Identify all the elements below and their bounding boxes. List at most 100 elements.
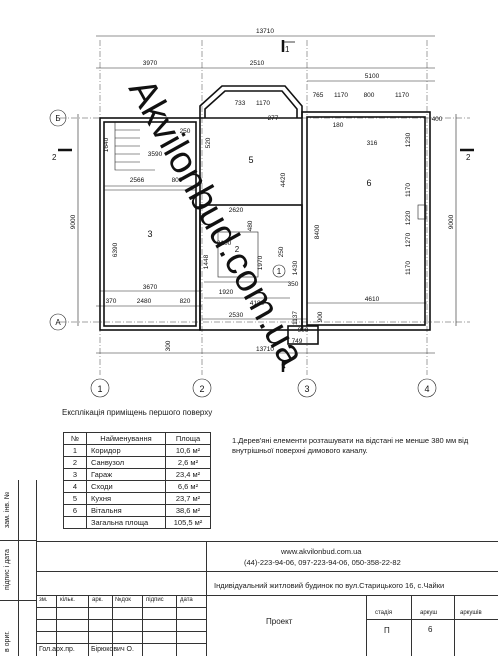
svg-text:800: 800 (364, 92, 375, 99)
svg-text:250: 250 (278, 246, 285, 257)
svg-text:3970: 3970 (143, 60, 158, 67)
svg-text:480: 480 (247, 220, 254, 231)
walls (99, 85, 431, 345)
col-name: Найменування (86, 432, 166, 445)
col-area: Площа (165, 432, 211, 445)
svg-text:520: 520 (205, 137, 212, 148)
svg-text:1: 1 (285, 45, 290, 54)
room-6: 6 (366, 178, 371, 188)
svg-text:1230: 1230 (405, 132, 412, 147)
svg-text:2: 2 (466, 153, 471, 162)
section-marks: 1 2 2 (52, 40, 474, 372)
svg-text:180: 180 (333, 122, 344, 129)
dim-left: 9000 (70, 214, 77, 229)
svg-text:1448: 1448 (203, 254, 210, 269)
svg-text:370: 370 (106, 298, 117, 305)
svg-text:350: 350 (288, 281, 299, 288)
room-5: 5 (248, 155, 253, 165)
axis-label-3: 3 (304, 384, 309, 394)
svg-text:2510: 2510 (250, 60, 265, 67)
svg-text:765: 765 (313, 92, 324, 99)
svg-text:1170: 1170 (395, 92, 409, 99)
svg-text:300: 300 (165, 340, 172, 351)
svg-text:733: 733 (235, 100, 246, 107)
side-label-original: в ориг. (4, 630, 11, 652)
svg-text:1920: 1920 (219, 289, 234, 296)
svg-text:2530: 2530 (229, 312, 244, 319)
svg-text:1170: 1170 (405, 261, 412, 275)
axis-label-b: Б (55, 114, 60, 123)
svg-text:2100: 2100 (217, 240, 232, 247)
dim-total-bottom: 13710 (256, 346, 274, 353)
sheets-header: аркушів (460, 610, 482, 616)
svg-text:1640: 1640 (103, 137, 110, 152)
stage-value: П (384, 626, 390, 635)
svg-text:2566: 2566 (130, 177, 145, 184)
svg-text:400: 400 (432, 116, 443, 123)
table-header-row: № Найменування Площа (63, 432, 211, 445)
svg-text:749: 749 (292, 338, 303, 345)
svg-text:2: 2 (52, 153, 57, 162)
svg-text:900: 900 (317, 311, 324, 322)
svg-text:316: 316 (367, 140, 378, 147)
svg-text:2480: 2480 (137, 298, 152, 305)
svg-text:1220: 1220 (405, 210, 412, 225)
room-3: 3 (147, 229, 152, 239)
explication-title: Експлікація приміщень першого поверху (62, 408, 213, 417)
axis-label-4: 4 (424, 384, 429, 394)
svg-text:1137: 1137 (292, 311, 299, 325)
title-block: www.akvilonbud.com.ua (44)-223-94-06, 09… (36, 541, 498, 656)
svg-text:1270: 1270 (405, 232, 412, 247)
svg-text:1170: 1170 (334, 92, 348, 99)
table-row: 2 Санвузол 2,6 м² (63, 456, 211, 469)
dim-right: 9000 (448, 214, 455, 229)
construction-note: 1.Дерев'яні елементи розташувати на відс… (232, 436, 469, 455)
axis-bubble-b (49, 109, 67, 127)
table-row: 4 Сходи 6,6 м² (63, 480, 211, 493)
website-text: www.akvilonbud.com.ua (281, 547, 362, 556)
svg-text:1170: 1170 (256, 100, 270, 107)
table-row: 5 Кухня 23,7 м² (63, 492, 211, 505)
svg-text:1970: 1970 (257, 255, 264, 270)
svg-text:3670: 3670 (143, 284, 158, 291)
table-row: 6 Вітальня 38,6 м² (63, 504, 211, 517)
table-row: 3 Гараж 23,4 м² (63, 468, 211, 481)
room-labels: 3 5 6 1 2 (147, 155, 371, 276)
svg-text:1430: 1430 (292, 260, 299, 275)
svg-text:2620: 2620 (229, 207, 244, 214)
axis-label-1: 1 (97, 384, 102, 394)
room-2: 2 (235, 245, 240, 254)
svg-text:5100: 5100 (365, 73, 380, 80)
explication-table: № Найменування Площа 1 Коридор 10,6 м² 2… (63, 432, 211, 529)
svg-text:800: 800 (172, 177, 183, 184)
floor-plan: Б А 1 2 3 4 13710 3970 2510 5100 733 117… (49, 28, 474, 398)
sheet-value: 6 (428, 625, 433, 634)
axis-label-a: А (55, 318, 61, 327)
phones-text: (44)-223-94-06, 097-223-94-06, 050-358-2… (244, 558, 401, 567)
axis-label-2: 2 (199, 384, 204, 394)
side-label-replace: зам. інв. № (4, 491, 11, 528)
svg-text:1170: 1170 (405, 183, 412, 197)
svg-text:250: 250 (180, 128, 191, 135)
dim-total-top: 13710 (256, 28, 274, 35)
svg-text:4610: 4610 (365, 296, 380, 303)
stage-label: Проект (266, 617, 293, 626)
role-label: Гол.арх.пр. (39, 646, 75, 653)
col-number: № (63, 432, 87, 445)
axis-bubble-a (49, 313, 67, 331)
table-row: 1 Коридор 10,6 м² (63, 444, 211, 457)
side-label-signature: підпис і дата (4, 549, 11, 590)
svg-text:820: 820 (180, 298, 191, 305)
project-title: Індивідуальний житловий будинок по вул.С… (214, 581, 445, 590)
table-total-row: Загальна площа 105,5 м² (63, 516, 211, 529)
person-name: Бірюкович О. (91, 646, 134, 653)
side-stamp (0, 480, 37, 656)
svg-text:4420: 4420 (280, 172, 287, 187)
stage-header: стадія (375, 610, 393, 616)
svg-text:6390: 6390 (112, 242, 119, 257)
sheet-header: аркуш (420, 610, 438, 616)
svg-text:4180: 4180 (250, 300, 265, 307)
svg-text:3590: 3590 (148, 151, 163, 158)
svg-text:8400: 8400 (314, 224, 321, 239)
room-1: 1 (277, 267, 282, 276)
